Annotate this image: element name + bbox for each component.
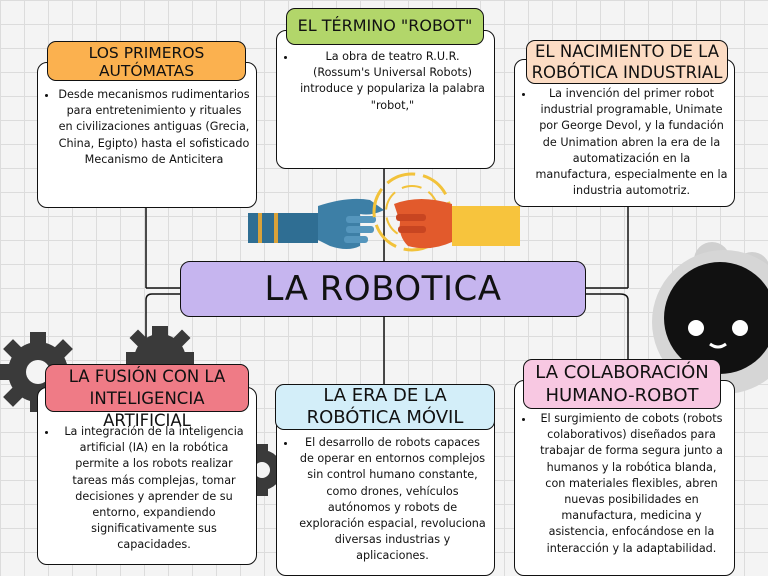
movil-text: El desarrollo de robots capaces de opera…: [297, 435, 488, 565]
ia-text: La integración de la inteligencia artifi…: [58, 424, 250, 554]
card-termino: La obra de teatro R.U.R. (Rossum's Unive…: [276, 30, 495, 169]
colaboracion-text: El surgimiento de cobots (robots colabor…: [535, 411, 728, 557]
automatas-text: Desde mecanismos rudimentarios para entr…: [58, 87, 250, 168]
card-ia: La integración de la inteligencia artifi…: [37, 387, 257, 565]
industrial-text: La invención del primer robot industrial…: [535, 86, 728, 199]
heading-colaboracion: LA COLABORACIÓN HUMANO-ROBOT: [523, 359, 721, 409]
heading-automatas: LOS PRIMEROS AUTÓMATAS: [47, 41, 246, 81]
termino-text: La obra de teatro R.U.R. (Rossum's Unive…: [297, 49, 488, 114]
card-automatas: Desde mecanismos rudimentarios para entr…: [37, 62, 257, 208]
card-movil: El desarrollo de robots capaces de opera…: [276, 414, 495, 576]
heading-termino: EL TÉRMINO "ROBOT": [286, 8, 484, 45]
card-colaboracion: El surgimiento de cobots (robots colabor…: [514, 380, 735, 576]
heading-industrial: EL NACIMIENTO DE LA ROBÓTICA INDUSTRIAL: [526, 40, 728, 84]
heading-ia: LA FUSIÓN CON LA INTELIGENCIA ARTIFICIAL: [45, 364, 249, 430]
heading-movil: LA ERA DE LA ROBÓTICA MÓVIL: [275, 384, 495, 430]
central-title: LA ROBOTICA: [180, 261, 586, 317]
